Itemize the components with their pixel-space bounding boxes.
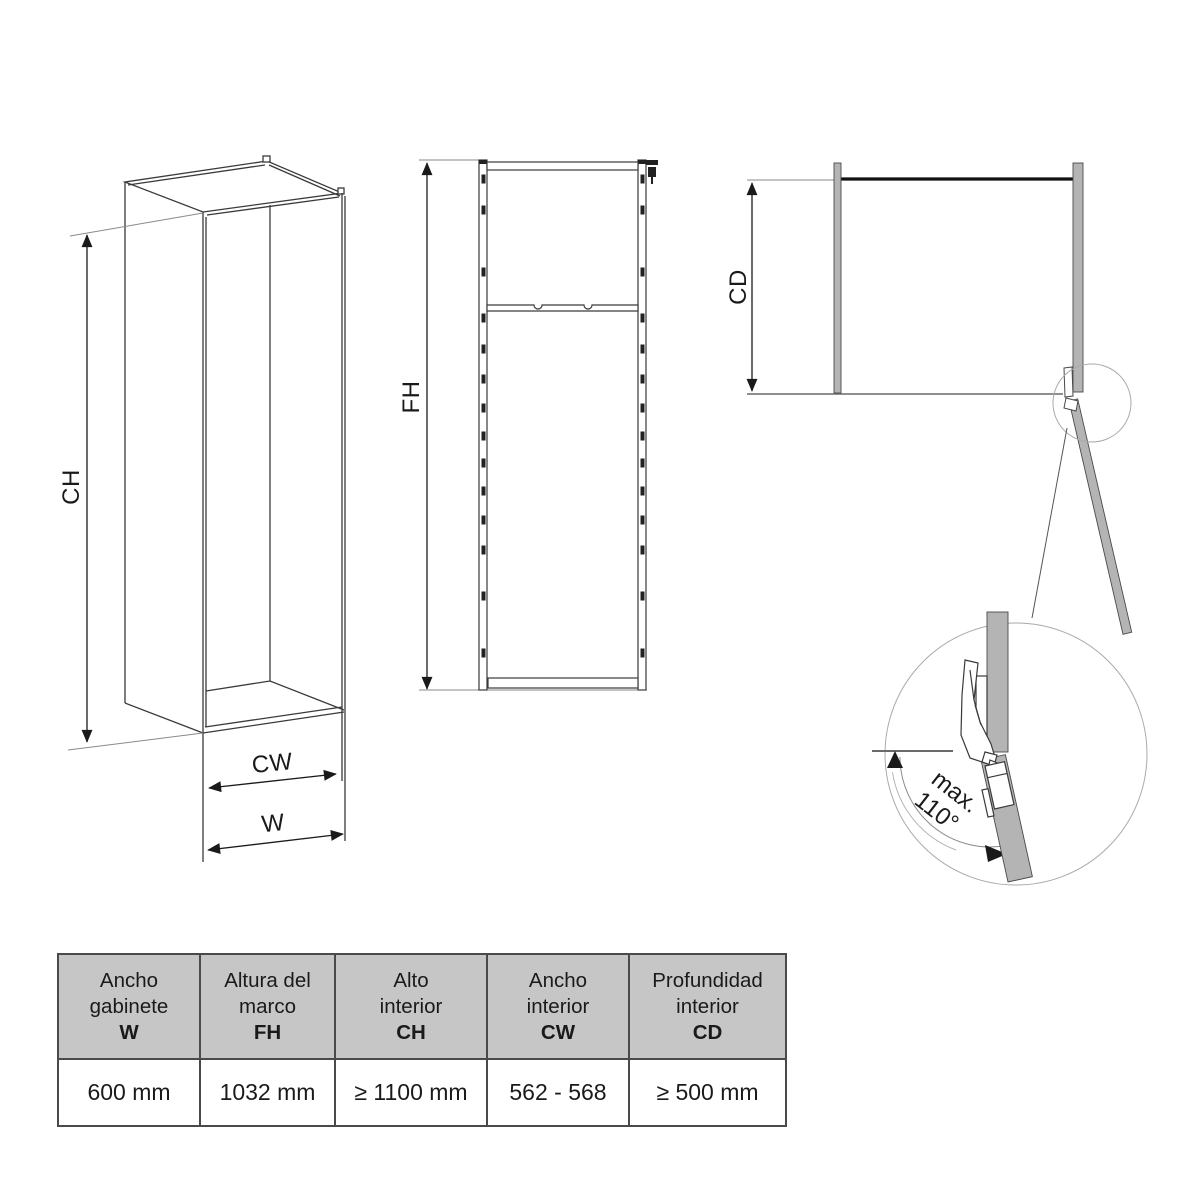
dim-label-cd: CD: [725, 269, 752, 305]
header-code: FH: [253, 1020, 282, 1044]
rail-slot: [481, 591, 486, 601]
rail-slot: [640, 545, 645, 555]
header-label: interior: [526, 994, 590, 1018]
header-label: gabinete: [89, 994, 169, 1018]
rail-slot: [481, 545, 486, 555]
rail-slot: [481, 374, 486, 384]
header-label: marco: [239, 994, 296, 1018]
rail-cap: [479, 160, 487, 164]
header-code: CW: [540, 1020, 576, 1044]
header-code: W: [119, 1020, 139, 1044]
header-label: Altura del: [224, 968, 311, 992]
spec-col-cd: Profundidad interior CD ≥ 500 mm: [630, 955, 785, 1125]
rail-slot: [481, 648, 486, 658]
rail-slot: [481, 344, 486, 354]
arc-arrow-start: [887, 751, 903, 768]
rail-slot: [481, 515, 486, 525]
rail-slot: [640, 431, 645, 441]
dim-label-ch: CH: [58, 469, 85, 505]
rail-slot: [640, 403, 645, 413]
corner-cap: [337, 187, 345, 195]
rail-slot: [640, 205, 645, 215]
top-bar: [486, 161, 639, 171]
angle-arc-outer: [892, 772, 957, 851]
detail-side-panel: [986, 611, 1009, 753]
spec-col-fh: Altura del marco FH 1032 mm: [201, 955, 336, 1125]
header-label: interior: [379, 994, 443, 1018]
right-side-panel: [1072, 162, 1084, 393]
rail-slot: [640, 515, 645, 525]
rail-slots: [481, 174, 645, 658]
angle-arc: [899, 756, 1006, 848]
middle-bar: [486, 304, 639, 312]
rail-slot: [640, 313, 645, 323]
right-rail: [637, 159, 647, 691]
open-door: [1068, 398, 1133, 635]
rail-slot: [640, 591, 645, 601]
spec-header-cw: Ancho interior CW: [488, 955, 628, 1060]
rail-slot: [481, 486, 486, 496]
bottom-bar: [487, 677, 639, 689]
rail-slot: [481, 458, 486, 468]
spec-value-w: 600 mm: [59, 1060, 199, 1125]
rail-slot: [640, 267, 645, 277]
dim-label-fh: FH: [398, 381, 425, 414]
spec-value-cd: ≥ 500 mm: [630, 1060, 785, 1125]
dimension-cw: CW: [208, 748, 337, 793]
rail-slot: [481, 403, 486, 413]
header-code: CD: [692, 1020, 723, 1044]
dim-label-cw: CW: [251, 748, 294, 779]
rail-slot: [640, 344, 645, 354]
mounting-fitting: [646, 160, 658, 184]
spec-col-w: Ancho gabinete W 600 mm: [59, 955, 201, 1125]
left-rail: [478, 159, 488, 691]
spec-value-cw: 562 - 568: [488, 1060, 628, 1125]
dim-label-w: W: [260, 809, 286, 838]
rail-slot: [481, 174, 486, 184]
rail-slot: [640, 374, 645, 384]
dimension-cd: CD: [725, 182, 758, 392]
spec-value-fh: 1032 mm: [201, 1060, 334, 1125]
rail-cap: [638, 160, 646, 164]
rail-slot: [640, 174, 645, 184]
rail-slot: [481, 431, 486, 441]
detail-hinge: [960, 659, 1015, 818]
spec-header-w: Ancho gabinete W: [59, 955, 199, 1060]
technical-drawing: CH CW W: [58, 155, 1148, 886]
header-code: CH: [396, 1020, 426, 1044]
header-label: Alto: [393, 968, 429, 992]
cabinet-3d-view: CH CW W: [58, 155, 346, 862]
rail-slot: [481, 205, 486, 215]
spec-table: Ancho gabinete W 600 mm Altura del marco…: [57, 953, 787, 1127]
spec-value-ch: ≥ 1100 mm: [336, 1060, 486, 1125]
header-label: Ancho: [528, 968, 588, 992]
spec-col-cw: Ancho interior CW 562 - 568: [488, 955, 630, 1125]
left-side-panel: [833, 162, 842, 394]
hinge-zoom-circle: [1052, 363, 1132, 443]
top-view: CD: [725, 162, 1148, 886]
detail-circle: [884, 622, 1148, 886]
dimension-w: W: [207, 809, 344, 854]
hinge-detail-circle: max. 110°: [872, 611, 1148, 886]
cabinet-top-face: [122, 160, 345, 213]
header-label: Profundidad: [652, 968, 763, 992]
corner-cap: [262, 155, 271, 163]
frame-front-view: FH: [398, 159, 658, 691]
header-label: Ancho: [99, 968, 159, 992]
spec-header-cd: Profundidad interior CD: [630, 955, 785, 1060]
hinge-plan: [1063, 366, 1079, 412]
detail-leader-line: [1031, 427, 1068, 619]
rail-slot: [640, 486, 645, 496]
arc-arrow-end: [985, 845, 1007, 862]
rail-slot: [640, 458, 645, 468]
rail-slot: [640, 648, 645, 658]
dimension-ch: CH: [58, 234, 93, 743]
spec-header-ch: Alto interior CH: [336, 955, 486, 1060]
rail-slot: [481, 313, 486, 323]
spec-header-fh: Altura del marco FH: [201, 955, 334, 1060]
spec-col-ch: Alto interior CH ≥ 1100 mm: [336, 955, 488, 1125]
header-label: interior: [676, 994, 739, 1018]
rail-slot: [481, 267, 486, 277]
dimension-fh: FH: [398, 162, 433, 690]
